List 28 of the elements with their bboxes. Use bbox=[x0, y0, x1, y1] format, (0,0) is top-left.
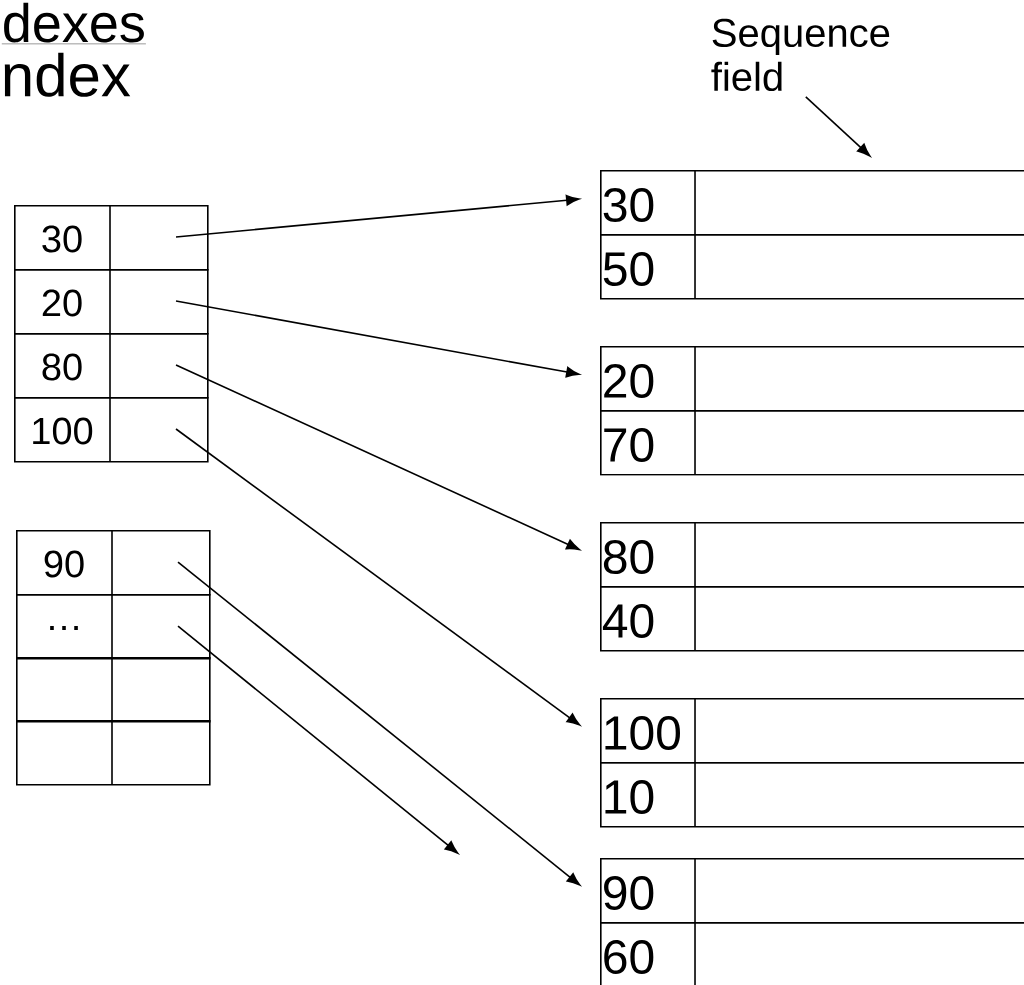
empty-index-row bbox=[16, 719, 211, 786]
arrow bbox=[177, 561, 581, 886]
arrow bbox=[175, 300, 580, 378]
arrow bbox=[177, 625, 459, 854]
record-row: 90 bbox=[600, 857, 1024, 924]
arrow bbox=[175, 428, 581, 726]
record-row: 10 bbox=[600, 761, 1024, 828]
heading: dexes bbox=[1, 2, 147, 45]
index-row: 80 bbox=[14, 332, 209, 399]
callout-text: Sequence field bbox=[711, 18, 890, 92]
index-row: 20 bbox=[14, 268, 209, 335]
empty-index-row bbox=[16, 656, 211, 723]
arrow bbox=[805, 96, 871, 157]
arrow bbox=[175, 194, 580, 238]
index-row: 100 bbox=[14, 396, 209, 463]
record-row: 70 bbox=[600, 409, 1024, 476]
record-row: 50 bbox=[600, 233, 1024, 300]
record-row: 20 bbox=[600, 345, 1024, 412]
index-row: … bbox=[16, 593, 211, 660]
record-row: 80 bbox=[600, 521, 1024, 588]
index-row: 90 bbox=[16, 529, 211, 596]
record-row: 100 bbox=[600, 697, 1024, 764]
record-row: 40 bbox=[600, 585, 1024, 652]
arrow bbox=[175, 364, 580, 551]
index-row: 30 bbox=[14, 204, 209, 271]
record-row: 60 bbox=[600, 921, 1024, 985]
record-row: 30 bbox=[600, 169, 1024, 236]
heading: ndex bbox=[4, 52, 131, 97]
